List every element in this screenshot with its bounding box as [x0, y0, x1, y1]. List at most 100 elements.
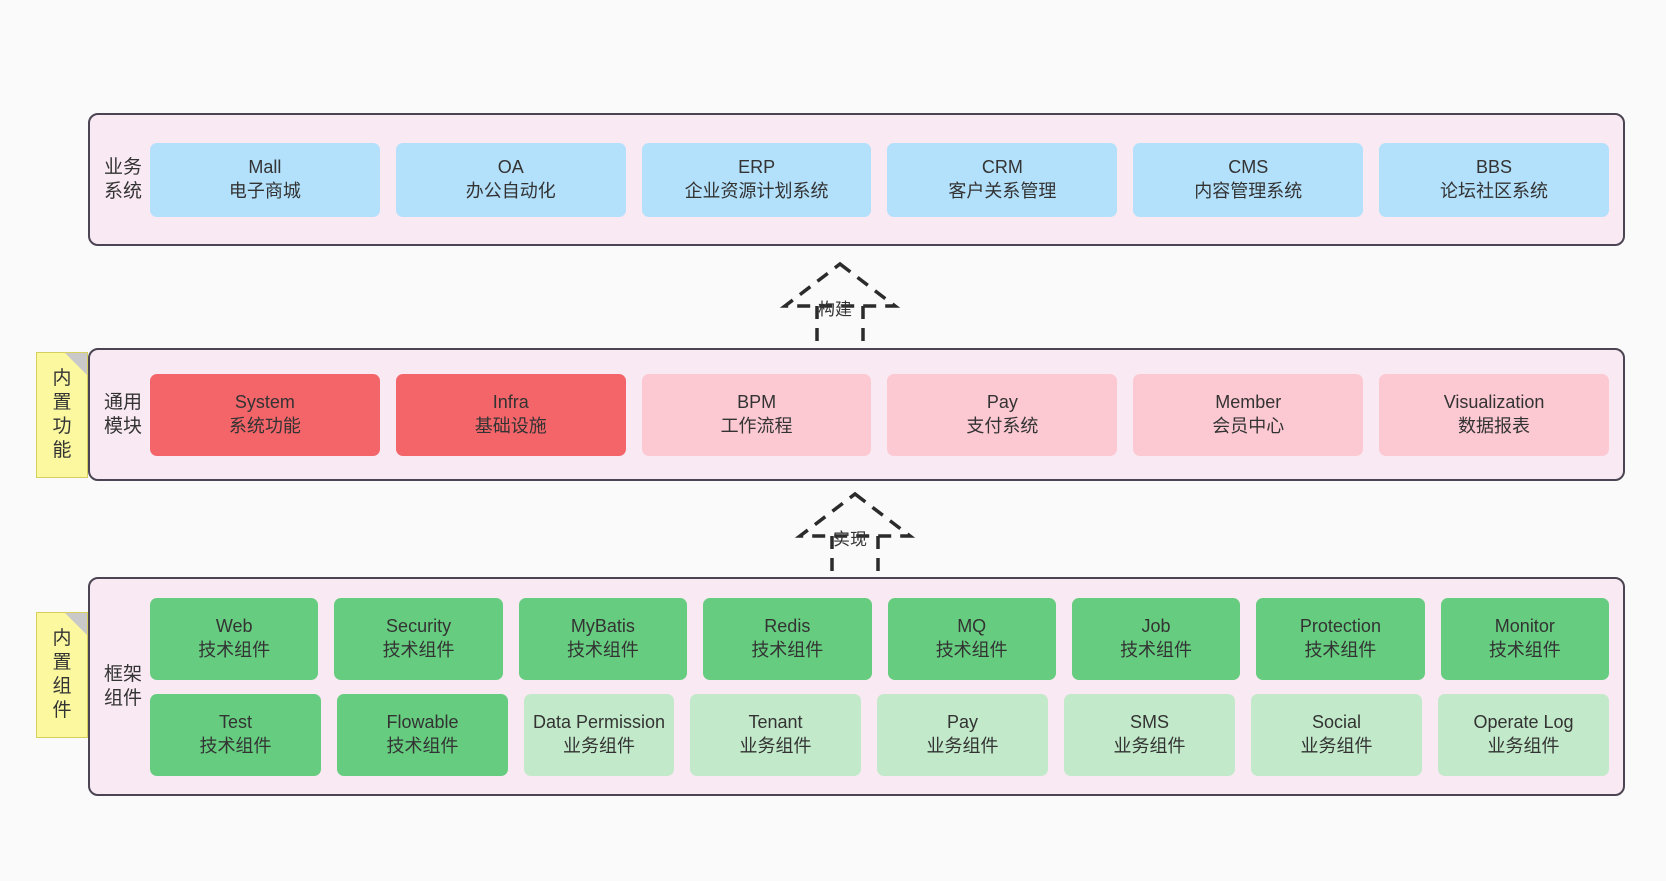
- node-pay-component[interactable]: Pay 业务组件: [877, 693, 1048, 776]
- node-title-en: Visualization: [1443, 392, 1545, 413]
- node-title-cn: 办公自动化: [465, 180, 556, 201]
- node-title-en: Tenant: [748, 712, 803, 733]
- node-data-permission[interactable]: Data Permission 业务组件: [524, 693, 674, 776]
- node-bbs[interactable]: BBS 论坛社区系统: [1379, 142, 1609, 217]
- connector-label-implement: 实现: [833, 530, 867, 549]
- node-protection[interactable]: Protection 技术组件: [1256, 597, 1425, 680]
- layer-row: Web 技术组件 Security 技术组件 MyBatis 技术组件 Redi…: [150, 597, 1609, 680]
- node-job[interactable]: Job 技术组件: [1071, 597, 1241, 680]
- node-title-en: System: [234, 392, 295, 413]
- node-title-en: BPM: [737, 392, 777, 413]
- node-title-en: OA: [497, 157, 524, 178]
- node-bpm[interactable]: BPM 工作流程: [641, 373, 872, 456]
- node-title-cn: 技术组件: [199, 735, 272, 756]
- node-title-en: SMS: [1129, 712, 1169, 733]
- node-visualization[interactable]: Visualization 数据报表: [1379, 373, 1609, 456]
- node-sms[interactable]: SMS 业务组件: [1064, 693, 1235, 776]
- node-title-cn: 业务组件: [563, 735, 635, 756]
- node-title-en: Pay: [946, 712, 979, 733]
- node-title-en: Social: [1311, 712, 1362, 733]
- node-redis[interactable]: Redis 技术组件: [703, 597, 872, 680]
- node-tenant[interactable]: Tenant 业务组件: [690, 693, 861, 776]
- layer-row: System 系统功能 Infra 基础设施 BPM 工作流程 Pay 支付系统…: [150, 373, 1609, 456]
- layer-row: Mall 电子商城 OA 办公自动化 ERP 企业资源计划系统 CRM 客户关系…: [150, 142, 1609, 217]
- note-text: 内置功能: [52, 368, 72, 461]
- layer-row: Test 技术组件 Flowable 技术组件 Data Permission …: [150, 693, 1609, 776]
- node-title-cn: 电子商城: [228, 180, 301, 201]
- layer-title-framework: 框架组件: [103, 664, 142, 709]
- node-title-cn: 支付系统: [966, 415, 1039, 436]
- node-title-cn: 系统功能: [228, 415, 301, 436]
- node-title-cn: 技术组件: [935, 639, 1008, 660]
- node-erp[interactable]: ERP 企业资源计划系统: [641, 142, 872, 217]
- node-title-cn: 业务组件: [1487, 735, 1560, 756]
- node-title-cn: 技术组件: [1304, 639, 1377, 660]
- node-operate-log[interactable]: Operate Log 业务组件: [1438, 693, 1609, 776]
- layer-title-common: 通用模块: [103, 392, 142, 437]
- node-title-en: Data Permission: [532, 712, 666, 733]
- node-title-cn: 技术组件: [566, 639, 639, 660]
- node-title-cn: 数据报表: [1458, 415, 1531, 436]
- node-title-cn: 论坛社区系统: [1440, 180, 1549, 201]
- node-test[interactable]: Test 技术组件: [150, 693, 321, 776]
- node-title-en: Operate Log: [1473, 712, 1574, 733]
- node-mq[interactable]: MQ 技术组件: [887, 597, 1056, 680]
- node-title-cn: 内容管理系统: [1194, 180, 1303, 201]
- node-mall[interactable]: Mall 电子商城: [150, 142, 380, 217]
- node-title-en: Flowable: [386, 712, 459, 733]
- node-title-cn: 会员中心: [1212, 415, 1285, 436]
- node-title-en: Redis: [764, 616, 811, 637]
- node-title-en: Monitor: [1494, 616, 1555, 637]
- node-title-cn: 技术组件: [198, 639, 271, 660]
- layer-title-business: 业务系统: [103, 157, 142, 202]
- connector-label-build: 构建: [818, 300, 852, 319]
- node-title-cn: 业务组件: [1113, 735, 1186, 756]
- node-system[interactable]: System 系统功能: [150, 373, 380, 456]
- layer-body-business: Mall 电子商城 OA 办公自动化 ERP 企业资源计划系统 CRM 客户关系…: [144, 142, 1623, 217]
- node-title-en: Infra: [492, 392, 529, 413]
- node-title-cn: 客户关系管理: [948, 180, 1057, 201]
- node-title-cn: 基础设施: [474, 415, 547, 436]
- node-oa[interactable]: OA 办公自动化: [395, 142, 626, 217]
- node-title-en: MQ: [957, 616, 987, 637]
- layer-body-framework: Web 技术组件 Security 技术组件 MyBatis 技术组件 Redi…: [144, 597, 1623, 776]
- node-title-en: BBS: [1476, 157, 1513, 178]
- note-fold-icon: [65, 613, 87, 635]
- node-cms[interactable]: CMS 内容管理系统: [1133, 142, 1364, 217]
- node-title-cn: 技术组件: [386, 735, 459, 756]
- layer-common-modules[interactable]: 通用模块 System 系统功能 Infra 基础设施 BPM 工作流程 Pay…: [88, 348, 1625, 481]
- node-title-en: MyBatis: [570, 616, 635, 637]
- node-title-cn: 技术组件: [1120, 639, 1193, 660]
- node-title-en: Job: [1141, 616, 1171, 637]
- node-title-en: CMS: [1228, 157, 1269, 178]
- node-web[interactable]: Web 技术组件: [150, 597, 319, 680]
- node-pay[interactable]: Pay 支付系统: [887, 373, 1118, 456]
- node-title-cn: 技术组件: [751, 639, 824, 660]
- node-title-en: Test: [218, 712, 252, 733]
- layer-body-common: System 系统功能 Infra 基础设施 BPM 工作流程 Pay 支付系统…: [144, 373, 1623, 456]
- node-title-cn: 工作流程: [720, 415, 793, 436]
- note-builtin-component[interactable]: 内置组件: [36, 612, 88, 738]
- connector-implement: 实现: [760, 488, 950, 583]
- node-member[interactable]: Member 会员中心: [1133, 373, 1364, 456]
- node-title-en: ERP: [738, 157, 776, 178]
- connector-build: 构建: [745, 258, 935, 353]
- node-monitor[interactable]: Monitor 技术组件: [1440, 597, 1609, 680]
- node-title-cn: 业务组件: [1300, 735, 1373, 756]
- node-flowable[interactable]: Flowable 技术组件: [337, 693, 508, 776]
- node-infra[interactable]: Infra 基础设施: [395, 373, 626, 456]
- layer-business-systems[interactable]: 业务系统 Mall 电子商城 OA 办公自动化 ERP 企业资源计划系统 CRM…: [88, 113, 1625, 246]
- node-security[interactable]: Security 技术组件: [334, 597, 503, 680]
- node-mybatis[interactable]: MyBatis 技术组件: [518, 597, 688, 680]
- note-fold-icon: [65, 353, 87, 375]
- node-social[interactable]: Social 业务组件: [1251, 693, 1422, 776]
- node-crm[interactable]: CRM 客户关系管理: [887, 142, 1118, 217]
- node-title-cn: 业务组件: [739, 735, 812, 756]
- node-title-cn: 企业资源计划系统: [684, 180, 829, 201]
- node-title-en: Pay: [986, 392, 1018, 413]
- node-title-en: Security: [386, 616, 452, 637]
- note-builtin-function[interactable]: 内置功能: [36, 352, 88, 478]
- layer-framework-components[interactable]: 框架组件 Web 技术组件 Security 技术组件 MyBatis 技术组件…: [88, 577, 1625, 796]
- node-title-cn: 技术组件: [382, 639, 455, 660]
